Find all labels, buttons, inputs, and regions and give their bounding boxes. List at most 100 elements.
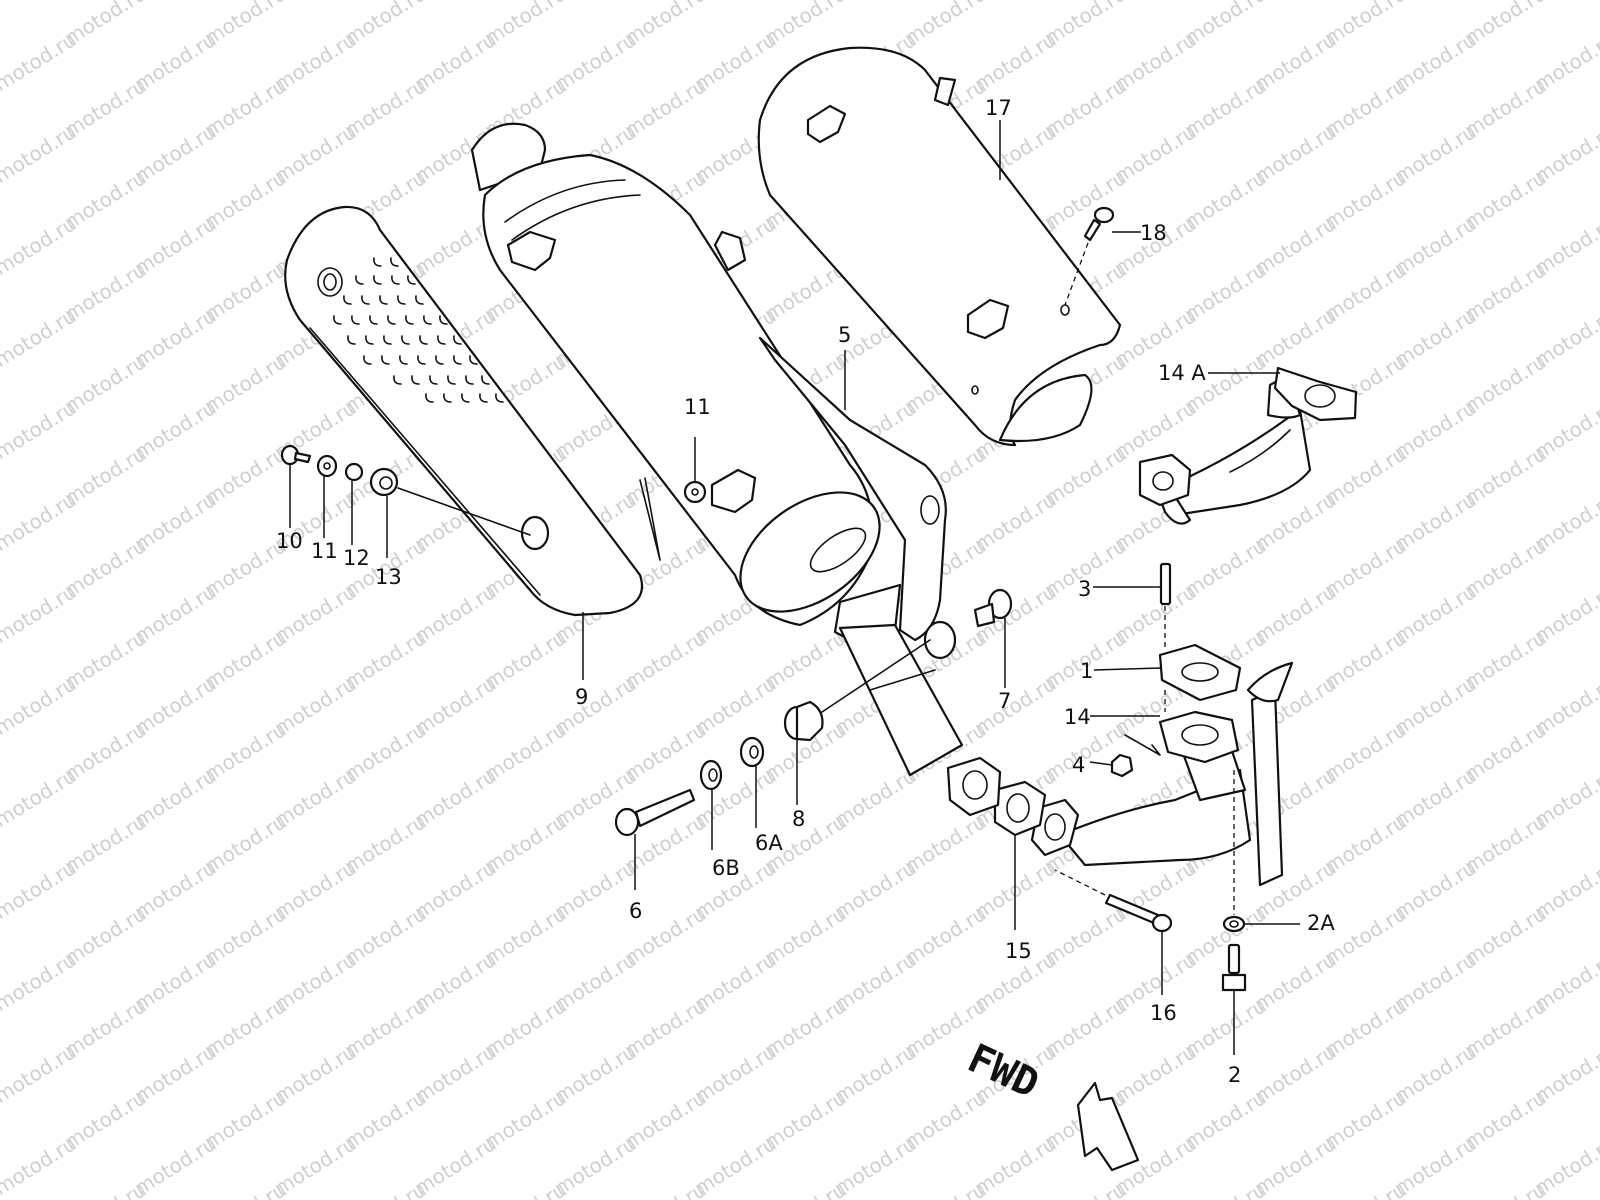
louvre-mark bbox=[391, 275, 400, 285]
heat-shield-louvres bbox=[333, 257, 504, 403]
callout-6a: 6A bbox=[755, 831, 783, 855]
watermark-text: motod.ru bbox=[0, 671, 80, 740]
watermark-text: motod.ru bbox=[0, 855, 80, 924]
watermark-text: motod.ru bbox=[480, 1177, 571, 1200]
louvre-mark bbox=[387, 315, 396, 325]
louvre-mark bbox=[390, 257, 399, 267]
nut-11-upper-part bbox=[683, 480, 707, 504]
nut-4-part bbox=[1110, 734, 1161, 778]
watermark-text: motod.ru bbox=[1460, 1177, 1551, 1200]
callout-6b: 6B bbox=[712, 856, 740, 880]
louvre-mark bbox=[365, 335, 374, 345]
callout-3: 3 bbox=[1078, 577, 1091, 601]
louvre-mark bbox=[419, 335, 428, 345]
callout-2: 2 bbox=[1228, 1063, 1241, 1087]
callout-2a: 2A bbox=[1307, 911, 1335, 935]
bolt-7-part bbox=[973, 588, 1013, 628]
louvre-mark bbox=[439, 315, 448, 325]
callout-5: 5 bbox=[838, 323, 851, 347]
bolt-6-part bbox=[614, 788, 696, 837]
louvre-mark bbox=[373, 257, 382, 267]
exhaust-pipe-14a-part bbox=[1138, 366, 1358, 525]
louvre-mark bbox=[401, 335, 410, 345]
louvre-mark bbox=[415, 295, 424, 305]
louvre-mark bbox=[417, 355, 426, 365]
watermark-text: motod.ru bbox=[0, 211, 80, 280]
louvre-mark bbox=[361, 295, 370, 305]
louvre-mark bbox=[481, 375, 490, 385]
louvre-mark bbox=[469, 355, 478, 365]
louvre-mark bbox=[479, 393, 488, 403]
forward-indicator: FWD bbox=[961, 1035, 1140, 1172]
watermark-text: motod.ru bbox=[0, 487, 80, 556]
callout-14: 14 bbox=[1064, 705, 1091, 729]
callout-10: 10 bbox=[276, 529, 303, 553]
watermark-text: motod.ru bbox=[340, 1177, 431, 1200]
gasket-15-part bbox=[993, 780, 1047, 837]
louvre-mark bbox=[443, 393, 452, 403]
washer-2a-part bbox=[1222, 915, 1246, 933]
louvre-mark bbox=[343, 295, 352, 305]
callout-12: 12 bbox=[343, 546, 370, 570]
louvre-mark bbox=[411, 375, 420, 385]
watermark-text: motod.ru bbox=[0, 1039, 80, 1108]
louvre-mark bbox=[437, 335, 446, 345]
louvre-mark bbox=[397, 295, 406, 305]
bolt-18-part bbox=[1064, 206, 1115, 306]
muffler-front-pipe bbox=[838, 623, 964, 777]
watermark-text: motod.ru bbox=[0, 119, 80, 188]
callout-9: 9 bbox=[575, 685, 588, 709]
heat-shield-part bbox=[284, 205, 661, 617]
watermark-text: motod.ru bbox=[0, 763, 80, 832]
callout-labels: 10 11 12 13 11 9 5 17 18 14 A 3 1 14 4 7… bbox=[276, 96, 1335, 1087]
louvre-mark bbox=[363, 355, 372, 365]
louvre-mark bbox=[393, 375, 402, 385]
louvre-mark bbox=[461, 393, 470, 403]
watermark-text: motod.ru bbox=[0, 303, 80, 372]
louvre-mark bbox=[435, 355, 444, 365]
screw-10-part bbox=[280, 444, 312, 466]
louvre-mark bbox=[425, 393, 434, 403]
bolt-2-part bbox=[1221, 770, 1247, 992]
watermark-text: motod.ru bbox=[0, 0, 80, 4]
louvre-mark bbox=[429, 375, 438, 385]
muffler-flange bbox=[946, 756, 1002, 817]
callout-4: 4 bbox=[1072, 753, 1085, 777]
forward-arrow-icon bbox=[1076, 1081, 1140, 1172]
louvre-mark bbox=[381, 355, 390, 365]
louvre-mark bbox=[373, 275, 382, 285]
louvre-mark bbox=[399, 355, 408, 365]
washer-6a-part bbox=[739, 736, 765, 768]
watermark-text: motod.ru bbox=[0, 1131, 80, 1200]
callout-16: 16 bbox=[1150, 1001, 1177, 1025]
outer-cover-part bbox=[757, 46, 1122, 447]
watermark-text: motod.ru bbox=[1180, 1177, 1271, 1200]
exhaust-pipe-14-part bbox=[1030, 661, 1294, 887]
watermark-text: motod.ru bbox=[60, 1177, 151, 1200]
watermark-text: motod.ru bbox=[0, 27, 80, 96]
louvre-mark bbox=[423, 315, 432, 325]
nut-11-part bbox=[316, 454, 338, 478]
callout-11-upper: 11 bbox=[684, 395, 711, 419]
watermark-text: motod.ru bbox=[0, 579, 80, 648]
callout-7: 7 bbox=[998, 689, 1011, 713]
grommet-13-part bbox=[369, 467, 531, 536]
watermark-text: motod.ru bbox=[200, 1177, 291, 1200]
louvre-mark bbox=[453, 335, 462, 345]
callout-6: 6 bbox=[629, 899, 642, 923]
watermark-text: motod.ru bbox=[0, 947, 80, 1016]
louvre-mark bbox=[407, 275, 416, 285]
louvre-mark bbox=[405, 315, 414, 325]
louvre-mark bbox=[447, 375, 456, 385]
callout-14a: 14 A bbox=[1158, 361, 1206, 385]
watermark-text: motod.ru bbox=[620, 1177, 711, 1200]
lock-washer-6b-part bbox=[699, 759, 723, 791]
watermark-text: motod.ru bbox=[760, 1177, 851, 1200]
callout-18: 18 bbox=[1140, 221, 1167, 245]
callout-15: 15 bbox=[1005, 939, 1032, 963]
watermark-text: motod.ru bbox=[1320, 1177, 1411, 1200]
callout-11-lower: 11 bbox=[311, 539, 338, 563]
watermark-text: motod.ru bbox=[0, 395, 80, 464]
louvre-mark bbox=[351, 315, 360, 325]
